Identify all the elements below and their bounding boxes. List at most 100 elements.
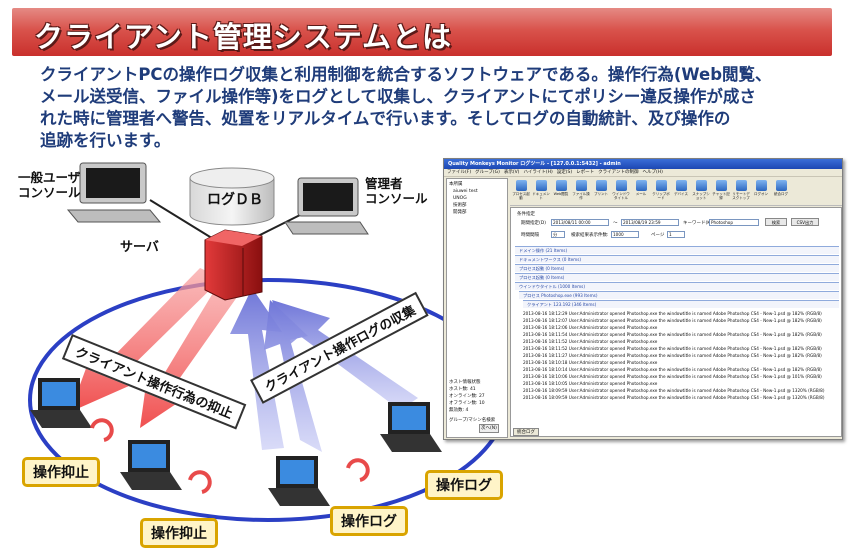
from-date-field[interactable]: 2013/08/11 00:00 <box>551 219 609 226</box>
menu-item[interactable]: レポート <box>576 170 595 175</box>
toolbar-button[interactable]: プロセス起動 <box>512 180 530 204</box>
tree-item[interactable]: 本所属 <box>449 182 463 187</box>
log-row[interactable]: 2013-08-16 18:10:18 User:Administrator o… <box>523 360 658 365</box>
monitor-app-screenshot: Quality Monkeys Monitor ログツール - [127.0.0… <box>443 158 843 440</box>
csv-button[interactable]: CSV出力 <box>791 218 819 226</box>
intro-line: 追跡を行います。 <box>40 131 171 150</box>
remote-icon <box>735 180 747 191</box>
integrated-log-icon <box>775 180 787 191</box>
toolbar-button[interactable]: チャット記録 <box>712 180 730 204</box>
log-group[interactable]: ドメイン操作 (21 Items) <box>515 246 839 254</box>
toolbar-button[interactable]: スナップショット <box>692 180 710 204</box>
log-panel: 条件指定 期間指定(D) 2013/08/11 00:00 ～ 2013/08/… <box>510 207 842 437</box>
log-row[interactable]: 2013-08-16 18:11:54 User:Administrator o… <box>523 332 822 337</box>
log-group[interactable]: プロセス起動 (0 Items) <box>515 273 839 281</box>
toolbar-button[interactable]: ログオン <box>752 180 770 204</box>
page-title: クライアント管理システムとは <box>34 20 452 54</box>
toolbar-button[interactable]: ドキュメント <box>532 180 550 204</box>
intro-line: クライアントPCの操作ログ収集と利用制御を統合するソフトウェアである。操作行為(… <box>40 65 772 84</box>
log-group[interactable]: ウインドウタイトル (1000 Items) <box>515 282 839 290</box>
server-label: サーバ <box>120 240 159 255</box>
log-subgroup[interactable]: クライアント 123.192 (346 Items) <box>523 300 839 308</box>
tree-item[interactable]: UNOG <box>453 196 467 201</box>
log-row[interactable]: 2013-08-16 18:11:27 User:Administrator o… <box>523 353 822 358</box>
intro-paragraph: クライアントPCの操作ログ収集と利用制御を統合するソフトウェアである。操作行為(… <box>40 64 840 152</box>
operation-suppress-badge: 操作抑止 <box>22 457 100 487</box>
log-row[interactable]: 2013-08-16 18:11:52 User:Administrator o… <box>523 346 822 351</box>
keyword-field[interactable]: Photoshop <box>709 219 759 226</box>
tree-item[interactable]: 技術部 <box>453 203 467 208</box>
status-tab[interactable]: 統合ログ <box>513 428 539 436</box>
toolbar-button[interactable]: デバイス <box>672 180 690 204</box>
to-date-field[interactable]: 2013/08/19 23:59 <box>621 219 679 226</box>
title-banner: クライアント管理システムとは <box>12 8 832 56</box>
keyword-label: キーワード(K) <box>683 221 712 226</box>
toolbar-button[interactable]: クリップボード <box>652 180 670 204</box>
file-icon <box>575 180 587 191</box>
log-db-icon <box>189 167 275 226</box>
log-row[interactable]: 2013-08-16 18:10:06 User:Administrator o… <box>523 374 822 379</box>
log-row[interactable]: 2013-08-16 18:12:07 User:Administrator o… <box>523 318 822 323</box>
operation-suppress-badge: 操作抑止 <box>140 518 218 548</box>
window-icon <box>615 180 627 191</box>
web-icon <box>555 180 567 191</box>
log-row[interactable]: 2013-08-16 18:09:59 User:Administrator o… <box>523 388 825 393</box>
camera-icon <box>695 180 707 191</box>
max-field[interactable]: 1000 <box>611 231 639 238</box>
menu-item[interactable]: ハイライト(H) <box>523 170 553 175</box>
operation-log-badge: 操作ログ <box>425 470 503 500</box>
search-section-label: 条件指定 <box>517 212 535 217</box>
log-group[interactable]: ドキュメントワークス (0 Items) <box>515 255 839 263</box>
laptop-icon <box>30 378 92 428</box>
operation-log-badge: 操作ログ <box>330 506 408 536</box>
log-group[interactable]: プロセス起動 (0 Items) <box>515 264 839 272</box>
toolbar-button[interactable]: メール <box>632 180 650 204</box>
menu-item[interactable]: グループ(G) <box>475 170 500 175</box>
toolbar-button[interactable]: プリント <box>592 180 610 204</box>
tree-item[interactable]: aiuwei test <box>453 189 478 194</box>
toolbar-button[interactable]: リモートデスクトップ <box>732 180 750 204</box>
log-db-label: ログＤＢ <box>207 192 263 208</box>
log-row[interactable]: 2013-08-16 18:10:05 User:Administrator o… <box>523 381 658 386</box>
menu-item[interactable]: ファイル(F) <box>447 170 472 175</box>
laptop-icon <box>268 456 330 506</box>
menu-bar: ファイル(F) グループ(G) 表示(V) ハイライト(H) 設定(S) レポー… <box>444 169 842 177</box>
general-user-computer-icon <box>66 162 162 223</box>
clipboard-icon <box>655 180 667 191</box>
max-label: 検索結果表示件数: <box>571 233 609 238</box>
log-row[interactable]: 2013-08-16 18:12:06 User:Administrator o… <box>523 325 658 330</box>
interval-field[interactable]: 分 <box>551 231 565 238</box>
laptop-icon <box>120 440 182 490</box>
device-icon <box>675 180 687 191</box>
log-subgroup[interactable]: プロセス Photoshop.exe (993 Items) <box>519 291 839 299</box>
logon-icon <box>755 180 767 191</box>
group-tree: 本所属 aiuwei test UNOG 技術部 開発部 ホスト情報状態 ホスト… <box>446 178 508 438</box>
admin-console-label: 管理者 コンソール <box>365 176 428 206</box>
toolbar-button[interactable]: 統合ログ <box>772 180 790 204</box>
log-row[interactable]: 2013-08-16 18:12:29 User:Administrator o… <box>523 311 822 316</box>
toolbar-button[interactable]: ウインドウタイトル <box>612 180 630 204</box>
menu-item[interactable]: 表示(V) <box>503 170 520 175</box>
general-user-console-label: 一般ユーザ コンソール <box>18 170 81 200</box>
laptop-icon <box>380 402 442 452</box>
page-field[interactable]: 1 <box>667 231 685 238</box>
log-row[interactable]: 2013-08-16 18:10:14 User:Administrator o… <box>523 367 822 372</box>
menu-item[interactable]: クライアントの制御 <box>598 170 639 175</box>
period-label: 期間指定(D) <box>521 221 546 226</box>
menu-item[interactable]: 設定(S) <box>556 170 573 175</box>
print-icon <box>595 180 607 191</box>
intro-line: れた時に管理者へ警告、処置をリアルタイムで行います。そしてログの自動統計、及び操… <box>40 109 731 128</box>
log-row[interactable]: 2013-08-16 18:11:52 User:Administrator o… <box>523 339 658 344</box>
window-title: Quality Monkeys Monitor ログツール - [127.0.0… <box>444 159 842 169</box>
toolbar-button[interactable]: ファイル操作 <box>572 180 590 204</box>
search-button[interactable]: 検索 <box>765 218 787 226</box>
tree-item[interactable]: 開発部 <box>453 210 467 215</box>
intro-line: メール送受信、ファイル操作等)をログとして収集し、クライアントにてポリシー違反操… <box>40 87 756 106</box>
next-button[interactable]: 次へ(N) <box>479 424 499 433</box>
toolbar-button[interactable]: Web閲覧 <box>552 180 570 204</box>
log-row[interactable]: 2013-08-16 18:09:59 User:Administrator o… <box>523 395 825 400</box>
menu-item[interactable]: ヘルプ(H) <box>642 170 663 175</box>
chat-icon <box>715 180 727 191</box>
document-icon <box>535 180 547 191</box>
page-label: ページ <box>651 233 665 238</box>
